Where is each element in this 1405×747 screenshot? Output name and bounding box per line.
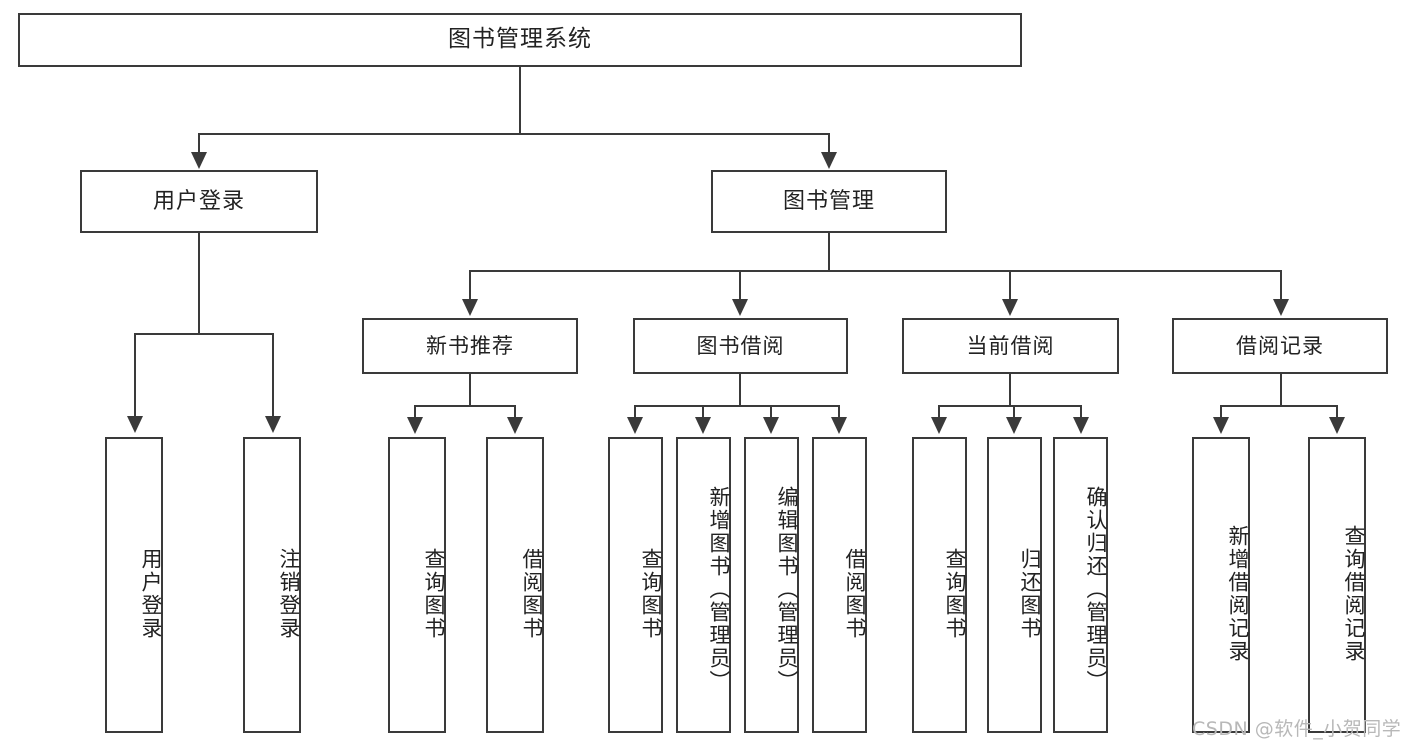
connector-borrow-record-stem <box>1280 374 1282 406</box>
arrowhead-leaf-confirm-return <box>1073 417 1089 434</box>
node-label: 查询图书 <box>422 548 446 640</box>
arrowhead-leaf-query-book-rec <box>407 417 423 434</box>
connector-book-manage-stem <box>828 233 830 271</box>
arrowhead-leaf-logout-login <box>265 416 281 433</box>
node-label: 注销登录 <box>277 548 301 640</box>
connector-drop-leaf-query-book-rec <box>414 405 416 418</box>
connector-current-borrow-bus <box>938 405 1081 407</box>
node-leaf-logout-login[interactable]: 注销登录 <box>243 437 301 733</box>
connector-drop-leaf-add-record <box>1220 405 1222 418</box>
node-leaf-borrow-book-bor[interactable]: 借阅图书 <box>812 437 867 733</box>
connector-drop-leaf-query-book-bor <box>634 405 636 418</box>
connector-drop-leaf-borrow-book-bor <box>838 405 840 418</box>
node-label: 图书管理 <box>782 188 875 214</box>
arrowhead-borrow-record <box>1273 299 1289 316</box>
node-label: 确认归还（管理员） <box>1084 485 1108 693</box>
arrowhead-leaf-borrow-book-rec <box>507 417 523 434</box>
connector-root-stem <box>519 67 521 134</box>
connector-drop-leaf-borrow-book-rec <box>514 405 516 418</box>
arrowhead-leaf-edit-book <box>763 417 779 434</box>
arrowhead-leaf-query-record <box>1329 417 1345 434</box>
connector-drop-leaf-return-book <box>1013 405 1015 418</box>
arrowhead-current-borrow <box>1002 299 1018 316</box>
connector-current-borrow-stem <box>1009 374 1011 406</box>
connector-drop-current-borrow <box>1009 270 1011 300</box>
connector-book-borrow-bus <box>634 405 840 407</box>
node-leaf-add-book[interactable]: 新增图书（管理员） <box>676 437 731 733</box>
node-leaf-query-book-rec[interactable]: 查询图书 <box>388 437 446 733</box>
connector-user-login-stem <box>198 233 200 334</box>
connector-drop-leaf-query-book-cur <box>938 405 940 418</box>
connector-drop-book-manage <box>828 133 830 153</box>
node-label: 新书推荐 <box>426 333 514 358</box>
node-label: 图书管理系统 <box>448 26 592 53</box>
connector-drop-leaf-user-login <box>134 333 136 417</box>
node-user-login[interactable]: 用户登录 <box>80 170 318 233</box>
node-leaf-borrow-book-rec[interactable]: 借阅图书 <box>486 437 544 733</box>
node-label: 查询图书 <box>639 548 663 640</box>
node-leaf-query-book-bor[interactable]: 查询图书 <box>608 437 663 733</box>
arrowhead-leaf-return-book <box>1006 417 1022 434</box>
connector-drop-user-login <box>198 133 200 153</box>
connector-borrow-record-bus <box>1220 405 1337 407</box>
node-label: 归还图书 <box>1018 548 1042 640</box>
arrowhead-leaf-borrow-book-bor <box>831 417 847 434</box>
connector-drop-borrow-record <box>1280 270 1282 300</box>
node-leaf-return-book[interactable]: 归还图书 <box>987 437 1042 733</box>
connector-new-book-rec-stem <box>469 374 471 406</box>
arrowhead-book-manage <box>821 152 837 169</box>
node-root-system[interactable]: 图书管理系统 <box>18 13 1022 67</box>
node-book-borrow[interactable]: 图书借阅 <box>633 318 848 374</box>
node-leaf-query-record[interactable]: 查询借阅记录 <box>1308 437 1366 733</box>
node-label: 用户登录 <box>152 188 245 214</box>
node-leaf-query-book-cur[interactable]: 查询图书 <box>912 437 967 733</box>
node-label: 新增图书（管理员） <box>707 485 731 693</box>
connector-drop-new-book-rec <box>469 270 471 300</box>
connector-drop-leaf-logout-login <box>272 333 274 417</box>
connector-book-borrow-stem <box>739 374 741 406</box>
node-label: 借阅图书 <box>843 548 867 640</box>
node-current-borrow[interactable]: 当前借阅 <box>902 318 1119 374</box>
node-label: 借阅图书 <box>520 548 544 640</box>
node-new-book-rec[interactable]: 新书推荐 <box>362 318 578 374</box>
arrowhead-leaf-user-login <box>127 416 143 433</box>
connector-new-book-rec-bus <box>414 405 515 407</box>
connector-drop-leaf-edit-book <box>770 405 772 418</box>
node-leaf-confirm-return[interactable]: 确认归还（管理员） <box>1053 437 1108 733</box>
node-label: 查询图书 <box>943 548 967 640</box>
node-leaf-edit-book[interactable]: 编辑图书（管理员） <box>744 437 799 733</box>
connector-drop-leaf-confirm-return <box>1080 405 1082 418</box>
node-label: 当前借阅 <box>966 333 1055 358</box>
connector-drop-book-borrow <box>739 270 741 300</box>
arrowhead-leaf-query-book-bor <box>627 417 643 434</box>
node-label: 新增借阅记录 <box>1226 525 1250 663</box>
arrowhead-leaf-add-book <box>695 417 711 434</box>
node-leaf-add-record[interactable]: 新增借阅记录 <box>1192 437 1250 733</box>
node-label: 编辑图书（管理员） <box>775 485 799 693</box>
node-label: 借阅记录 <box>1236 333 1324 358</box>
node-borrow-record[interactable]: 借阅记录 <box>1172 318 1388 374</box>
node-label: 图书借阅 <box>696 333 785 358</box>
connector-user-login-bus <box>134 333 272 335</box>
connector-drop-leaf-query-record <box>1336 405 1338 418</box>
node-label: 用户登录 <box>139 548 163 640</box>
arrowhead-book-borrow <box>732 299 748 316</box>
arrowhead-user-login <box>191 152 207 169</box>
arrowhead-leaf-query-book-cur <box>931 417 947 434</box>
node-label: 查询借阅记录 <box>1342 525 1366 663</box>
connector-level2-bus <box>198 133 830 135</box>
arrowhead-leaf-add-record <box>1213 417 1229 434</box>
node-leaf-user-login[interactable]: 用户登录 <box>105 437 163 733</box>
connector-drop-leaf-add-book <box>702 405 704 418</box>
node-book-manage[interactable]: 图书管理 <box>711 170 947 233</box>
connector-level3-bus <box>469 270 1281 272</box>
arrowhead-new-book-rec <box>462 299 478 316</box>
